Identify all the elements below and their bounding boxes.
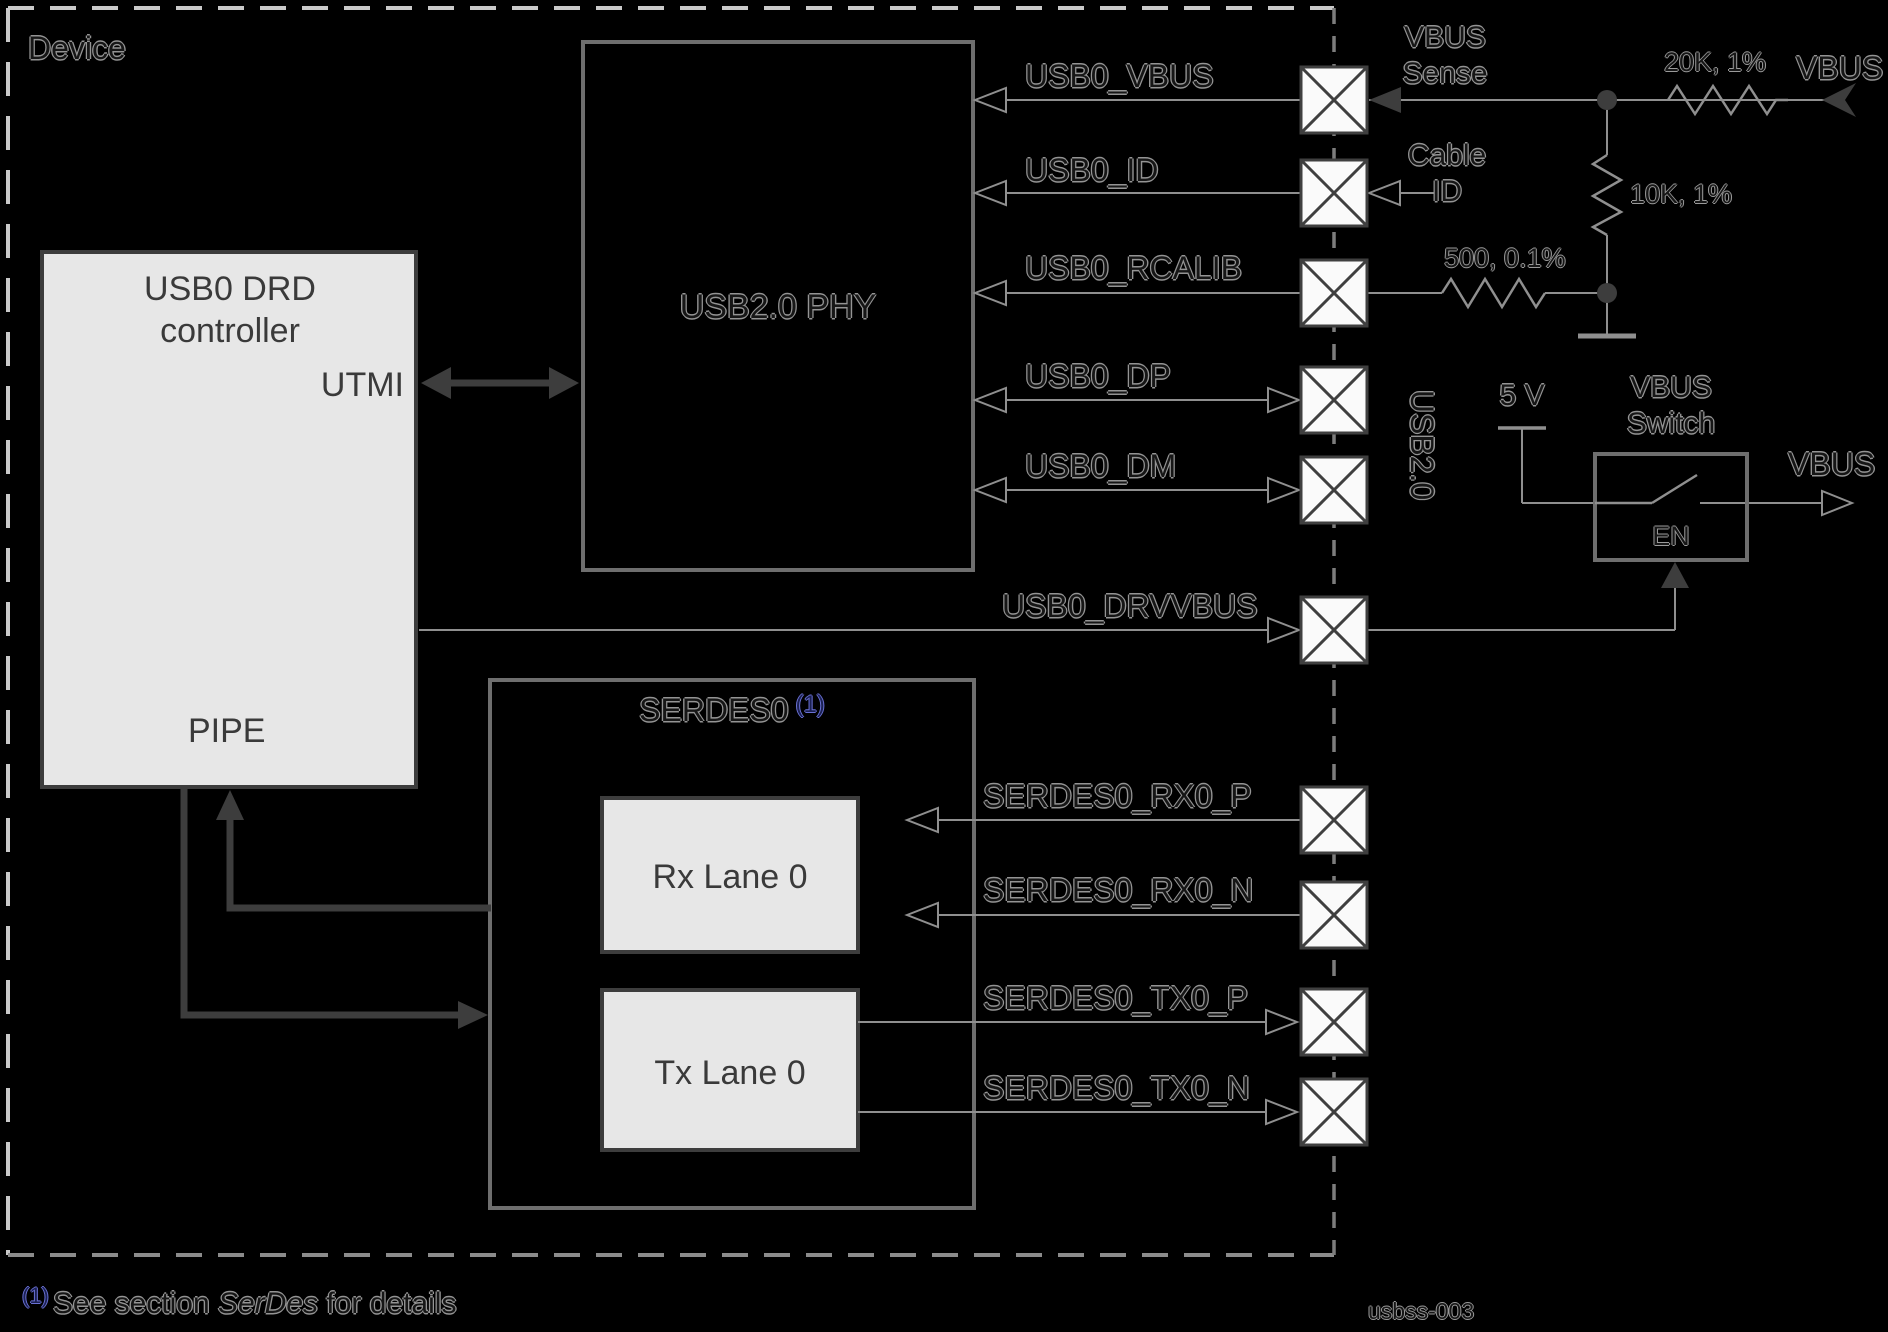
controller-title: USB0 DRD controller [44,268,416,352]
usb2-bus-label: USB2.0 [1404,389,1440,501]
serdes0-box [488,678,976,1210]
signal-label-usb0-rcalib: USB0_RCALIB [1025,250,1242,286]
arrow-to-pad-dp [1267,386,1302,414]
pipe-tx-arrow [180,789,488,1029]
rx-lane0-label: Rx Lane 0 [652,858,808,896]
footnote-ref: (1) [22,1283,49,1308]
arrow-into-phy-vbus [972,86,1007,114]
figure-id: usbss-003 [1368,1298,1475,1324]
io-pad-serdes0-tx0-n [1299,1077,1369,1147]
switch-blade-icon [1651,473,1698,505]
resistor-500 [1440,276,1547,310]
cable-id-label: Cable ID [1392,138,1502,210]
usb0-drd-controller-box [40,250,418,789]
open-arrowheads [904,86,1855,1126]
io-pad-usb0-drvvbus [1299,595,1369,665]
signal-label-usb0-vbus: USB0_VBUS [1025,58,1214,94]
vbus-switch-title: VBUS Switch [1593,370,1749,442]
signal-label-usb0-id: USB0_ID [1025,152,1159,188]
arrow-to-pad-tx0p [1265,1008,1300,1036]
io-pad-serdes0-tx0-p [1299,987,1369,1057]
footnote-text-before: See section [52,1287,218,1320]
arrow-vbus-out [1821,489,1855,517]
io-pad-usb0-vbus [1299,65,1369,135]
signal-label-usb0-drvvbus: USB0_DRVVBUS [1002,588,1258,624]
signal-label-serdes0-tx0-n: SERDES0_TX0_N [983,1070,1250,1106]
resistor-500-label: 500, 0.1% [1444,243,1566,273]
arrow-into-phy-dp [972,386,1007,414]
io-pad-usb0-rcalib [1299,258,1369,328]
vbus-out-label: VBUS [1788,446,1876,482]
phy-title: USB2.0 PHY [679,288,877,326]
tx-lane0-box [600,988,860,1152]
vbus-switch-title-line2: Switch [1626,407,1716,440]
footnote-term: SerDes [218,1287,319,1320]
io-pads [1299,65,1369,1147]
en-input-arrow [1661,562,1689,588]
filled-arrowheads [1369,83,1856,117]
serdes-footnote-ref: (1) [795,691,825,718]
switch-en-label: EN [1652,521,1690,551]
resistor-10k [1590,153,1624,237]
signal-label-serdes0-tx0-p: SERDES0_TX0_P [983,980,1249,1016]
offpage-chevron-vbus [1822,83,1856,117]
io-pad-serdes0-rx0-n [1299,880,1369,950]
controller-title-line1: USB0 DRD [144,270,316,308]
io-pad-usb0-dm [1299,455,1369,525]
controller-port-utmi: UTMI [320,366,404,404]
signal-label-usb0-dp: USB0_DP [1025,358,1171,394]
tx-lane0-label: Tx Lane 0 [654,1054,806,1092]
cable-id-line1: Cable [1407,139,1487,172]
arrow-into-phy-dm [972,476,1007,504]
vbus-switch-title-line1: VBUS [1630,371,1712,404]
vbus-sense-line1: VBUS [1404,21,1486,54]
vbus-top-label: VBUS [1796,50,1884,86]
vbus-sense-label: VBUS Sense [1386,20,1504,92]
controller-title-line2: controller [160,312,300,350]
rx-lane0-box [600,796,860,954]
utmi-bidirectional-arrow [421,367,579,399]
resistor-10k-label: 10K, 1% [1630,179,1733,209]
resistor-20k-label: 20K, 1% [1664,47,1767,77]
arrow-to-pad-dm [1267,476,1302,504]
arrow-vbus-sense [1369,87,1401,113]
serdes-title-text: SERDES0 [639,692,789,728]
controller-port-pipe: PIPE [188,712,266,750]
cable-id-line2: ID [1432,175,1462,208]
signal-label-serdes0-rx0-n: SERDES0_RX0_N [983,872,1254,908]
junction-dots [1597,90,1617,303]
arrow-to-pad-tx0n [1265,1098,1300,1126]
device-label: Device [28,30,126,66]
arrow-into-serdes-rx0p [904,806,939,834]
arrow-into-phy-id [972,179,1007,207]
vbus-switch-box [1593,452,1749,562]
usb2-phy-box [581,40,975,572]
arrow-into-serdes-rx0n [904,901,939,929]
arrow-into-phy-rcalib [972,279,1007,307]
serdes-title: SERDES0(1) [490,690,974,730]
signal-label-serdes0-rx0-p: SERDES0_RX0_P [983,778,1252,814]
io-pad-serdes0-rx0-p [1299,785,1369,855]
supply-5v-label: 5 V [1499,379,1545,412]
arrow-to-pad-drvvbus [1267,616,1302,644]
arrow-cable-id [1366,179,1401,207]
vbus-sense-line2: Sense [1402,57,1488,90]
signal-label-usb0-dm: USB0_DM [1025,448,1177,484]
io-pad-usb0-id [1299,158,1369,228]
footnote-text-after: for details [318,1287,457,1320]
footnote: (1)See section SerDes for details [22,1283,457,1322]
resistor-20k [1666,83,1788,117]
pipe-rx-arrow [216,790,491,912]
io-pad-usb0-dp [1299,365,1369,435]
